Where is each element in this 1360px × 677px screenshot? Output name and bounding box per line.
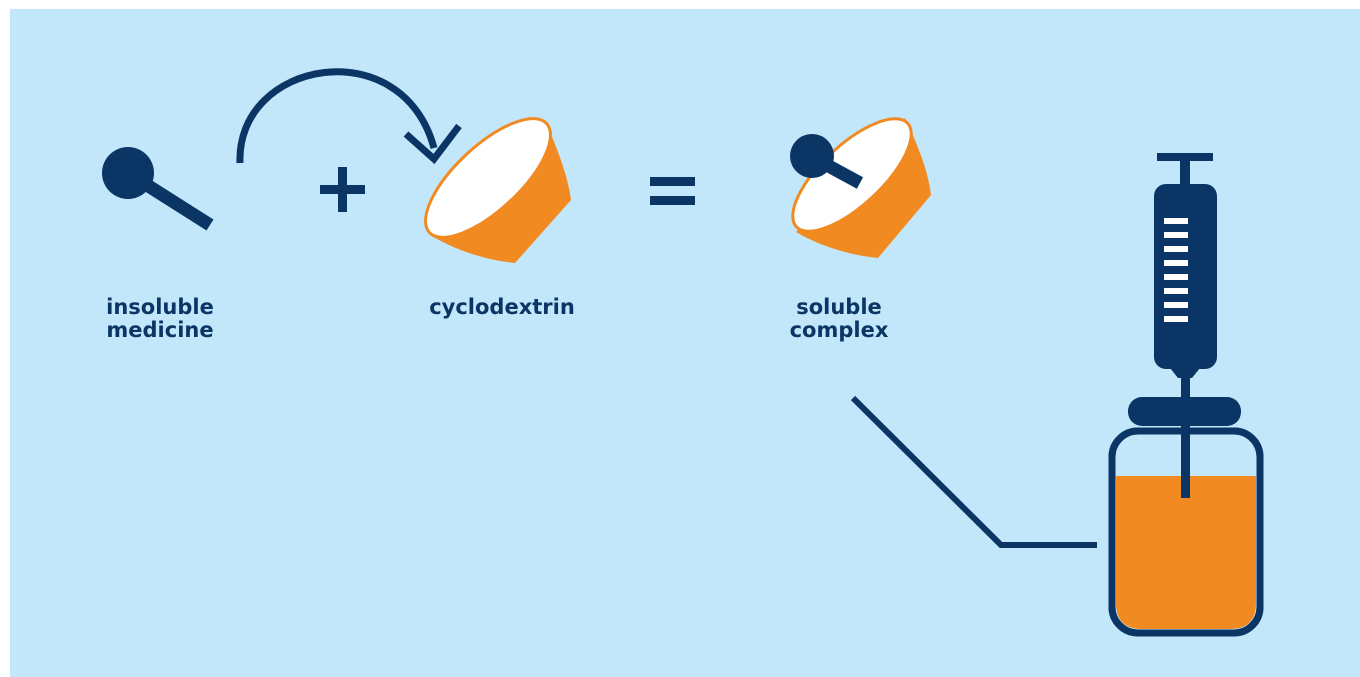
callout-line-icon bbox=[850, 395, 1097, 548]
cyclodextrin-cone-icon bbox=[424, 117, 571, 263]
soluble-complex-icon bbox=[790, 117, 931, 258]
vial-icon bbox=[1108, 397, 1264, 637]
label-cyclodextrin: cyclodextrin bbox=[390, 296, 614, 319]
label-soluble-line1: soluble bbox=[796, 295, 882, 319]
label-insoluble-medicine: insoluble medicine bbox=[60, 296, 260, 342]
label-cyclodextrin-text: cyclodextrin bbox=[429, 295, 575, 319]
syringe-icon bbox=[1154, 153, 1217, 498]
label-insoluble-line1: insoluble bbox=[106, 295, 214, 319]
plus-icon bbox=[320, 167, 365, 212]
equals-icon bbox=[650, 177, 695, 205]
curved-arrow-icon bbox=[236, 68, 462, 165]
medicine-molecule-icon bbox=[102, 147, 214, 231]
label-soluble-complex: soluble complex bbox=[756, 296, 922, 342]
label-soluble-line2: complex bbox=[789, 318, 889, 342]
label-insoluble-line2: medicine bbox=[106, 318, 214, 342]
